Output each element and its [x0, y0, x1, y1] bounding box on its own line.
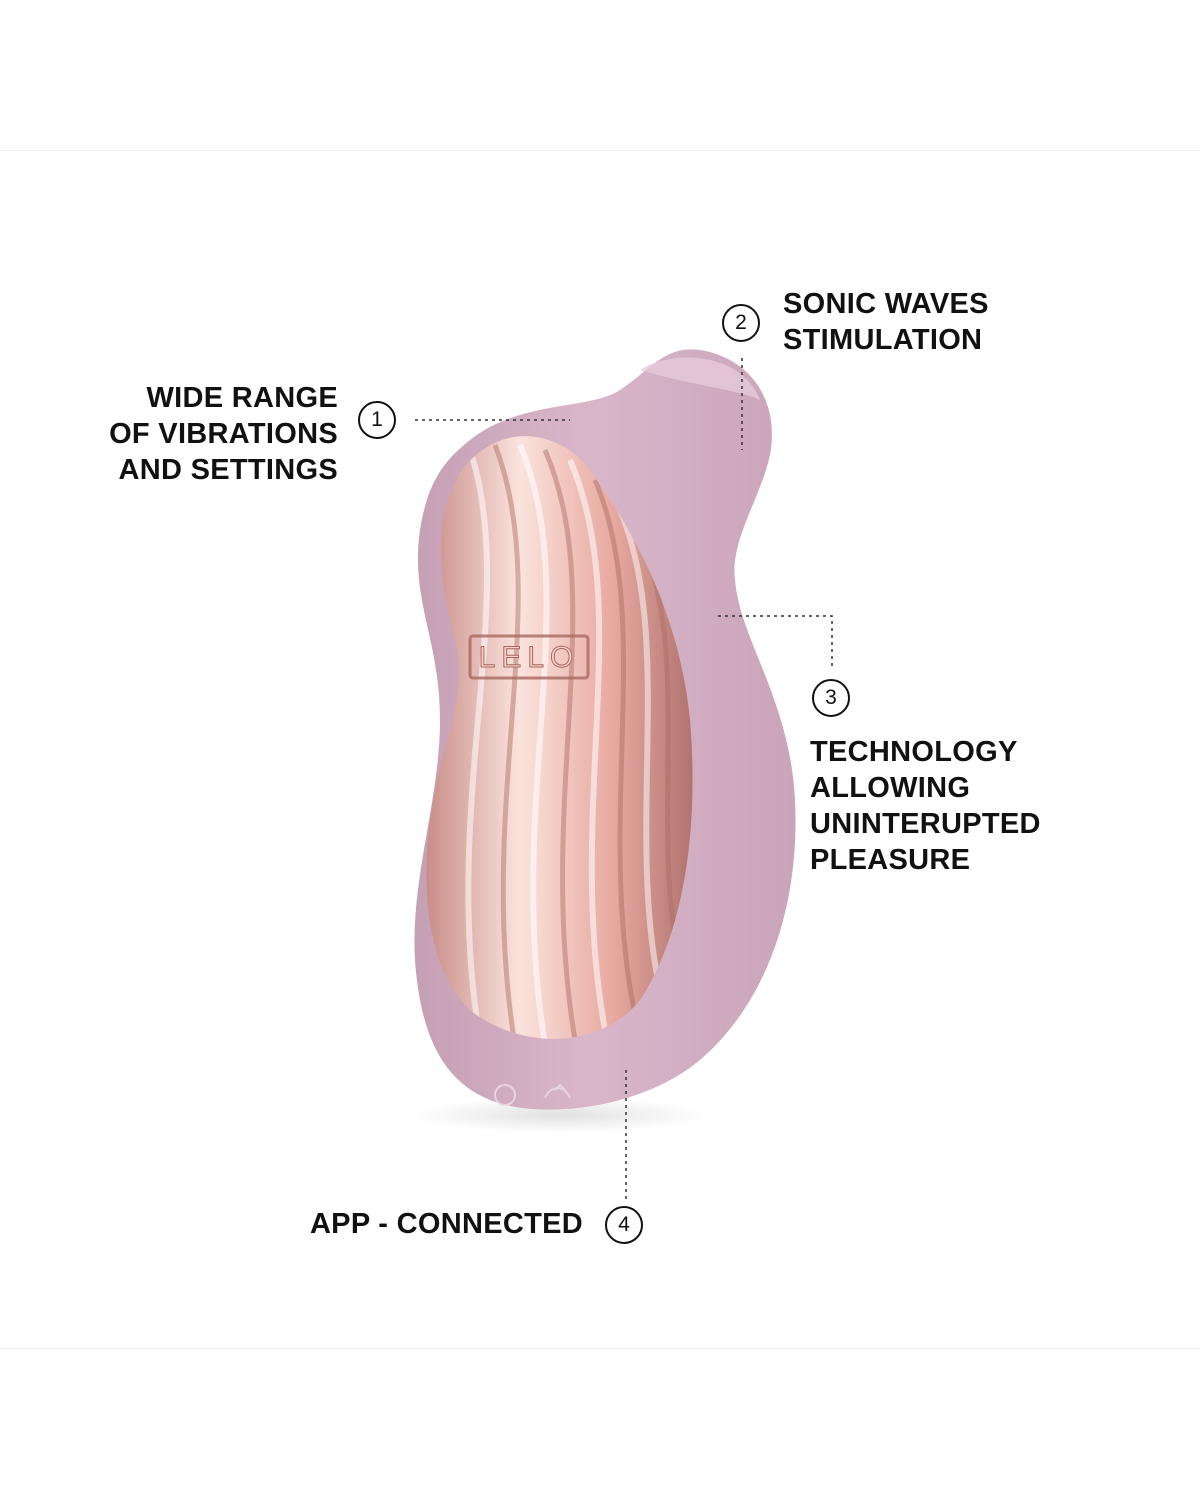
callout-2-line-1: SONIC WAVES — [783, 288, 989, 320]
leader-lines — [415, 358, 833, 1200]
callout-4-number: 4 — [605, 1206, 643, 1244]
callout-1-line-3: AND SETTINGS — [118, 454, 338, 486]
callout-3-line-3: UNINTERUPTED — [810, 808, 1041, 840]
callout-3-number: 3 — [812, 679, 850, 717]
plate-ridges — [465, 443, 683, 1039]
nozzle-highlight — [640, 357, 760, 400]
callout-2-text: SONIC WAVES STIMULATION — [783, 286, 989, 358]
callout-3-line-1: TECHNOLOGY — [810, 736, 1018, 768]
callout-4-line-1: APP - CONNECTED — [309, 1208, 583, 1240]
brand-badge: LELO — [468, 634, 590, 680]
bottom-frame-line — [0, 1348, 1200, 1349]
callout-3-line-4: PLEASURE — [810, 844, 971, 876]
callout-3-text: TECHNOLOGY ALLOWING UNINTERUPTED PLEASUR… — [810, 734, 1041, 878]
callout-2-number: 2 — [722, 304, 760, 342]
top-frame-line — [0, 150, 1200, 151]
floor-shadow — [410, 1097, 710, 1133]
leader-line-3 — [718, 615, 833, 670]
callout-3-line-2: ALLOWING — [810, 772, 971, 804]
callout-4-text: APP - CONNECTED — [310, 1206, 583, 1242]
callout-1-line-2: OF VIBRATIONS — [109, 418, 338, 450]
callout-2-line-2: STIMULATION — [783, 324, 983, 356]
callout-1-line-1: WIDE RANGE — [146, 382, 338, 414]
svg-text:LELO: LELO — [479, 641, 580, 674]
metal-plate — [426, 436, 693, 1039]
control-buttons — [494, 1083, 571, 1106]
callout-1-text: WIDE RANGE OF VIBRATIONS AND SETTINGS — [109, 380, 338, 488]
callout-1-number: 1 — [358, 401, 396, 439]
